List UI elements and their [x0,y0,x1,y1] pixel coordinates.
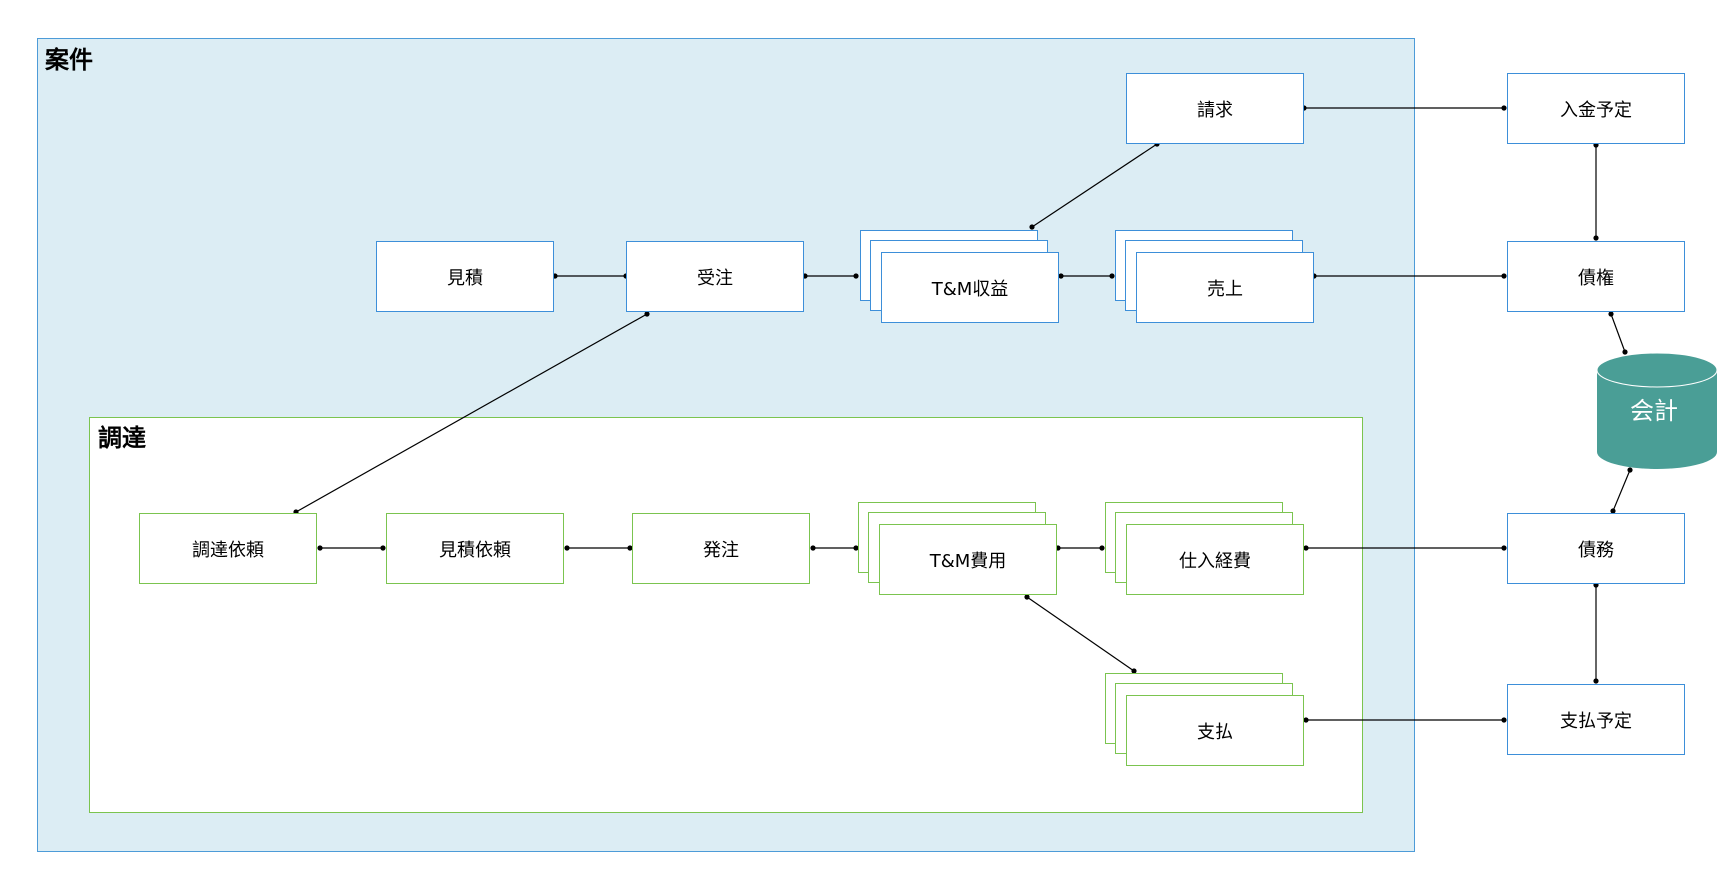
node-tm-cost[interactable]: T&M費用 [879,524,1057,595]
node-payment-plan[interactable]: 支払予定 [1507,684,1685,755]
node-payment-receipt-plan[interactable]: 入金予定 [1507,73,1685,144]
node-payable[interactable]: 債務 [1507,513,1685,584]
node-quote-request[interactable]: 見積依頼 [386,513,564,584]
node-invoice[interactable]: 請求 [1126,73,1304,144]
edge-invoice-tm-revenue [1031,143,1158,228]
connectors [295,107,1631,721]
node-purchase-order[interactable]: 発注 [632,513,810,584]
edge-accounting-payable [1612,469,1631,512]
node-payment[interactable]: 支払 [1126,695,1304,766]
edge-receivable-accounting [1610,313,1626,353]
procurement-group-title: 調達 [98,424,146,452]
edge-order-procurement-request [295,313,648,513]
project-group-title: 案件 [45,46,93,74]
node-procurement-request[interactable]: 調達依頼 [139,513,317,584]
accounting-database-icon [1596,352,1718,469]
node-purchase-expense[interactable]: 仕入経費 [1126,524,1304,595]
edge-tm-cost-payment [1026,596,1135,672]
node-order-received[interactable]: 受注 [626,241,804,312]
accounting-database-label: 会計 [1630,396,1678,425]
node-estimate[interactable]: 見積 [376,241,554,312]
node-sales[interactable]: 売上 [1136,252,1314,323]
node-tm-revenue[interactable]: T&M収益 [881,252,1059,323]
node-receivable[interactable]: 債権 [1507,241,1685,312]
